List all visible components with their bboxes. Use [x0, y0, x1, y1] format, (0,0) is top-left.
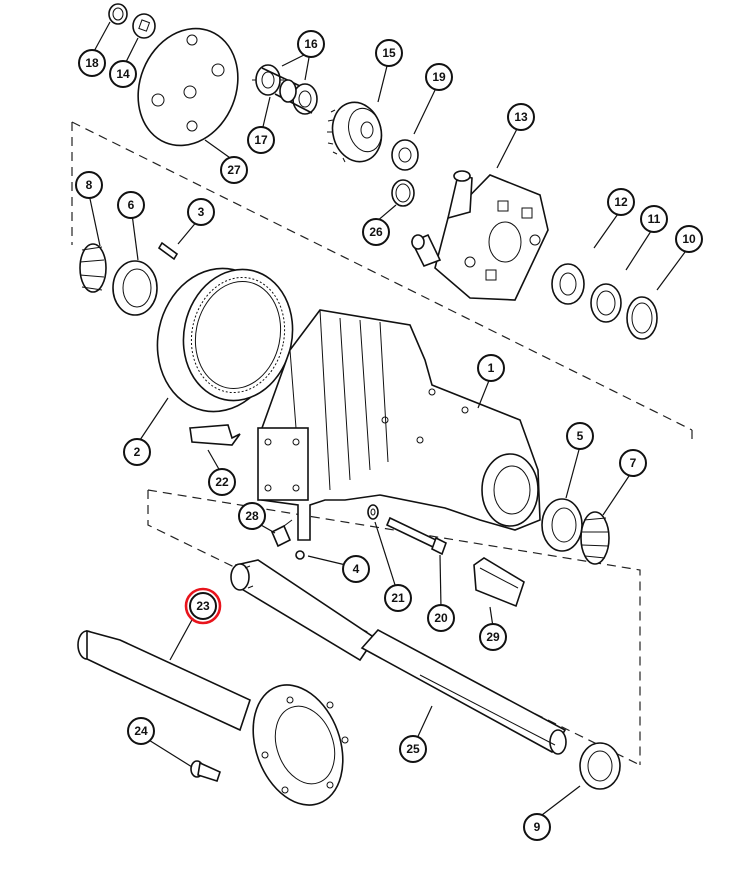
washer-19[interactable]: [391, 139, 419, 171]
svg-text:24: 24: [134, 724, 148, 738]
callout-5[interactable]: 5: [566, 422, 594, 450]
callout-24[interactable]: 24: [127, 717, 155, 745]
callout-6[interactable]: 6: [117, 191, 145, 219]
bearing-cone-8[interactable]: [79, 243, 107, 293]
svg-text:13: 13: [514, 110, 528, 124]
bearing-cone-7[interactable]: [580, 511, 610, 565]
washer-18[interactable]: [108, 3, 128, 25]
svg-text:18: 18: [85, 56, 99, 70]
callout-21[interactable]: 21: [384, 584, 412, 612]
svg-text:3: 3: [198, 205, 205, 219]
svg-text:25: 25: [406, 742, 420, 756]
ring-gear-2[interactable]: [144, 257, 304, 423]
roller-bearings-16[interactable]: [252, 64, 318, 115]
callout-20[interactable]: 20: [427, 604, 455, 632]
svg-text:17: 17: [254, 133, 268, 147]
svg-text:8: 8: [86, 178, 93, 192]
svg-text:4: 4: [353, 562, 360, 576]
callout-4[interactable]: 4: [342, 555, 370, 583]
callout-14[interactable]: 14: [109, 60, 137, 88]
nut-12[interactable]: [551, 263, 585, 305]
svg-text:19: 19: [432, 70, 446, 84]
wheel-stud-24[interactable]: [190, 760, 221, 782]
dowel-pin-3[interactable]: [157, 241, 179, 261]
svg-text:28: 28: [245, 509, 259, 523]
svg-text:9: 9: [534, 820, 541, 834]
callout-1[interactable]: 1: [477, 354, 505, 382]
svg-text:22: 22: [215, 475, 229, 489]
svg-text:16: 16: [304, 37, 318, 51]
svg-text:20: 20: [434, 611, 448, 625]
svg-text:21: 21: [391, 591, 405, 605]
callout-12[interactable]: 12: [607, 188, 635, 216]
svg-text:14: 14: [116, 67, 130, 81]
callout-15[interactable]: 15: [375, 39, 403, 67]
svg-text:1: 1: [488, 361, 495, 375]
callout-9[interactable]: 9: [523, 813, 551, 841]
callout-18[interactable]: 18: [78, 49, 106, 77]
washer-14[interactable]: [132, 13, 156, 39]
svg-text:11: 11: [648, 212, 661, 226]
assembly-guide-lines: [71, 121, 693, 766]
callout-25[interactable]: 25: [399, 735, 427, 763]
shaft-25[interactable]: [230, 559, 567, 755]
lock-washer-11[interactable]: [590, 283, 622, 323]
snap-ring-26[interactable]: [391, 179, 415, 207]
callouts: 18 14 27 16 17 15 19 13 26 12 11 10 8 6 …: [75, 30, 703, 841]
svg-text:23: 23: [196, 599, 210, 613]
callout-17[interactable]: 17: [247, 126, 275, 154]
cover-plate-29[interactable]: [473, 557, 525, 608]
plug-28[interactable]: [270, 519, 293, 548]
svg-text:29: 29: [486, 630, 500, 644]
axle-shaft-23[interactable]: [77, 629, 359, 818]
callout-2[interactable]: 2: [123, 438, 151, 466]
svg-text:6: 6: [128, 198, 135, 212]
callout-22[interactable]: 22: [208, 468, 236, 496]
callout-23[interactable]: 23: [184, 587, 222, 625]
svg-text:2: 2: [134, 445, 141, 459]
callout-11[interactable]: 11: [640, 205, 668, 233]
svg-text:10: 10: [682, 232, 696, 246]
callout-19[interactable]: 19: [425, 63, 453, 91]
washer-21[interactable]: [367, 504, 379, 520]
gear-15[interactable]: [326, 97, 388, 167]
spacer-17[interactable]: [279, 79, 297, 103]
svg-text:7: 7: [630, 456, 637, 470]
disc-plate-27[interactable]: [121, 13, 255, 160]
callout-13[interactable]: 13: [507, 103, 535, 131]
planet-carrier-13[interactable]: [410, 170, 549, 301]
o-ring-4[interactable]: [295, 550, 305, 560]
callout-7[interactable]: 7: [619, 449, 647, 477]
final-drive-housing-1[interactable]: [257, 309, 541, 541]
svg-text:15: 15: [382, 46, 396, 60]
bolt-20[interactable]: [385, 516, 447, 556]
callout-3[interactable]: 3: [187, 198, 215, 226]
svg-text:12: 12: [614, 195, 628, 209]
seal-9[interactable]: [579, 742, 621, 790]
callout-28[interactable]: 28: [238, 502, 266, 530]
svg-text:5: 5: [577, 429, 584, 443]
callout-16[interactable]: 16: [297, 30, 325, 58]
tag-22[interactable]: [189, 424, 241, 446]
callout-10[interactable]: 10: [675, 225, 703, 253]
callout-8[interactable]: 8: [75, 171, 103, 199]
callout-27[interactable]: 27: [220, 156, 248, 184]
callout-29[interactable]: 29: [479, 623, 507, 651]
bearing-cup-5[interactable]: [541, 498, 583, 552]
seal-ring-10[interactable]: [626, 296, 658, 340]
bearing-cup-6[interactable]: [112, 260, 158, 316]
svg-text:27: 27: [227, 163, 241, 177]
highlight-ring: [184, 587, 222, 625]
callout-26[interactable]: 26: [362, 218, 390, 246]
svg-text:26: 26: [369, 225, 383, 239]
